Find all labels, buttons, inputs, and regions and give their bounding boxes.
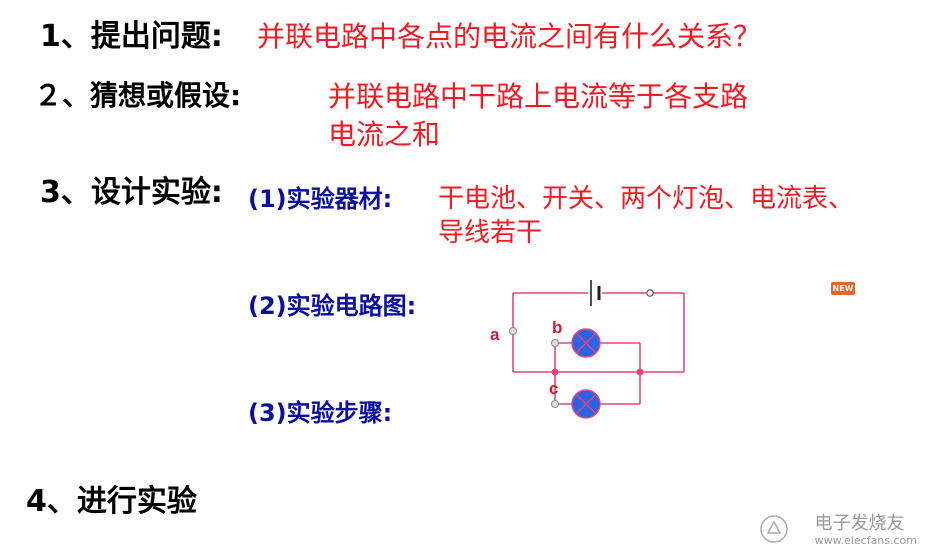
conduct-experiment-label: 4、进行实验 [26,484,197,519]
hypothesis-answer-line-1: 并联电路中干路上电流等于各支路 [328,80,749,113]
design-experiment-label: 3、设计实验: [40,175,223,210]
question-1-label: 1、提出问题: [40,19,223,54]
hypothesis-answer-line-2: 电流之和 [328,118,441,151]
circuit-diagram-label: (2)实验电路图: [248,292,417,320]
experiment-steps-label: (3)实验步骤: [248,399,393,427]
watermark: 电子发烧友 www.elecfans.com [814,513,917,547]
switch-contact [646,289,654,297]
equipment-label: (1)实验器材: [248,185,393,213]
watermark-text: 电子发烧友 [814,513,905,534]
node-a-label: a [490,325,500,344]
equipment-answer-line-2: 导线若干 [438,218,543,248]
elecfans-logo-icon [760,515,788,543]
new-badge: NEW [831,282,855,295]
node-c-label: c [549,379,558,398]
hypothesis-label: ２、猜想或假设: [34,79,242,112]
question-1-answer: 并联电路中各点的电流之间有什么关系？ [257,20,762,53]
junction-right-dot [636,368,644,376]
equipment-answer-line-1: 干电池、开关、两个灯泡、电流表、 [438,184,855,214]
node-c-terminal [551,400,559,408]
junction-left-dot [551,368,559,376]
lamp-c [571,389,601,419]
node-b-label: b [552,318,562,337]
watermark-url: www.elecfans.com [814,534,917,547]
lamp-b [571,328,601,358]
node-b-terminal [551,339,559,347]
node-a-terminal [509,327,517,335]
parallel-circuit-diagram: a b c [490,280,685,419]
